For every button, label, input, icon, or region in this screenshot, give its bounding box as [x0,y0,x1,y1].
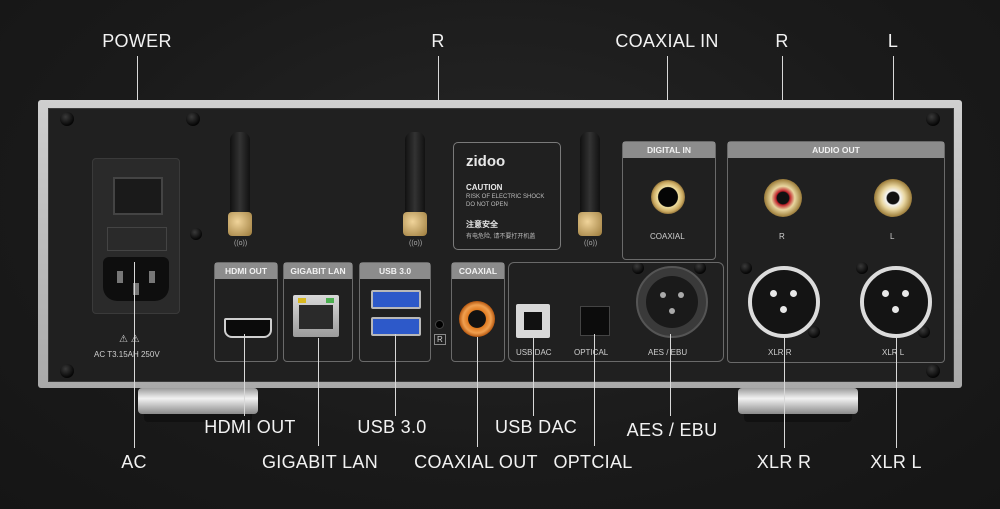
xlr-l-port[interactable] [860,266,932,338]
callout-hdmi-out: HDMI OUT [204,417,296,437]
xlr-l-label: XLR L [882,348,905,357]
callout-audio-l: L [887,31,899,51]
screw [926,364,940,378]
caution-line-2: DO NOT OPEN [466,202,508,208]
caution-line-1: RISK OF ELECTRIC SHOCK [466,194,545,200]
callout-aes-ebu: AES / EBU [626,420,718,440]
coaxial-in-label: COAXIAL [650,232,685,241]
callout-coaxial-out: COAXIAL OUT [414,452,538,472]
xlr-r-port[interactable] [748,266,820,338]
rca-r-port[interactable] [764,179,802,217]
device-foot-right [738,388,858,422]
screw [808,326,820,338]
coaxial-out-header: COAXIAL [452,263,504,279]
screw [740,262,752,274]
digital-in-header: DIGITAL IN [623,142,715,158]
screw [190,228,202,240]
hdmi-out-box: HDMI OUT [214,262,278,362]
optical-label: OPTICAL [574,348,609,357]
usb3-header: USB 3.0 [360,263,430,279]
callout-r-button: R [431,31,445,51]
usb-dac-port[interactable] [516,304,550,338]
callout-line-xlr-l [896,338,897,448]
callout-line-hdmi-out [244,334,245,416]
callout-xlr-r: XLR R [756,452,812,472]
usb3-port-bottom[interactable] [371,317,421,336]
caution-title: CAUTION [466,183,503,192]
callout-line-ac [134,262,135,448]
aes-ebu-port[interactable] [636,266,708,338]
digital-out-group [508,262,724,362]
ac-inlet[interactable] [103,257,169,301]
power-switch[interactable] [113,177,163,215]
callout-line-usb-dac [533,338,534,416]
screw [926,112,940,126]
screw [918,326,930,338]
power-rating-label: AC T3.15AH 250V [94,350,160,359]
antenna-icon: ((o)) [234,240,248,247]
reset-button[interactable] [435,320,444,329]
fuse-holder [107,227,167,251]
power-warning-icons: ⚠ ⚠ [119,334,140,345]
antenna-icon: ((o)) [409,240,423,247]
hdmi-out-port[interactable] [224,318,272,338]
audio-out-header: AUDIO OUT [728,142,944,158]
antenna-icon: ((o)) [584,240,598,247]
hdmi-out-header: HDMI OUT [215,263,277,279]
xlr-r-label: XLR R [768,348,792,357]
r-marker: R [434,334,446,345]
digital-in-box: DIGITAL IN [622,141,716,260]
coaxial-out-port[interactable] [459,301,495,337]
callout-line-xlr-r [784,338,785,448]
callout-usb-dac: USB DAC [494,417,578,437]
rca-r-label: R [779,232,785,241]
caution-cn-title: 注意安全 [466,220,498,229]
callout-audio-r: R [775,31,789,51]
rca-l-port[interactable] [874,179,912,217]
screw [856,262,868,274]
optical-port[interactable] [580,306,610,336]
callout-ac: AC [121,452,147,472]
callout-line-aes-ebu [670,334,671,416]
callout-gigabit-lan: GIGABIT LAN [261,452,379,472]
coaxial-in-port[interactable] [651,180,685,214]
audio-out-box: AUDIO OUT [727,141,945,363]
callout-coaxial-in: COAXIAL IN [615,31,719,51]
gigabit-lan-header: GIGABIT LAN [284,263,352,279]
power-module [92,158,180,314]
brand-logo: zidoo [466,153,506,170]
callout-line-usb3 [395,334,396,416]
caution-label: zidoo CAUTION RISK OF ELECTRIC SHOCK DO … [453,142,561,250]
rca-l-label: L [890,232,895,241]
callout-xlr-l: XLR L [870,452,922,472]
aes-ebu-label: AES / EBU [648,348,688,357]
device-foot-left [138,388,258,422]
callout-line-coaxial-out [477,337,478,447]
callout-usb3: USB 3.0 [357,417,427,437]
callout-line-optical [594,334,595,446]
callout-optical: OPTCIAL [553,452,633,472]
caution-cn-text: 有电危险, 请不要打开机盖 [466,234,536,240]
screw [186,112,200,126]
screw [60,364,74,378]
usb3-port-top[interactable] [371,290,421,309]
screw [632,262,644,274]
callout-line-gigabit-lan [318,338,319,446]
screw [60,112,74,126]
gigabit-lan-port[interactable] [293,295,339,337]
screw [694,262,706,274]
coaxial-out-box: COAXIAL [451,262,505,362]
callout-power: POWER [102,31,172,51]
